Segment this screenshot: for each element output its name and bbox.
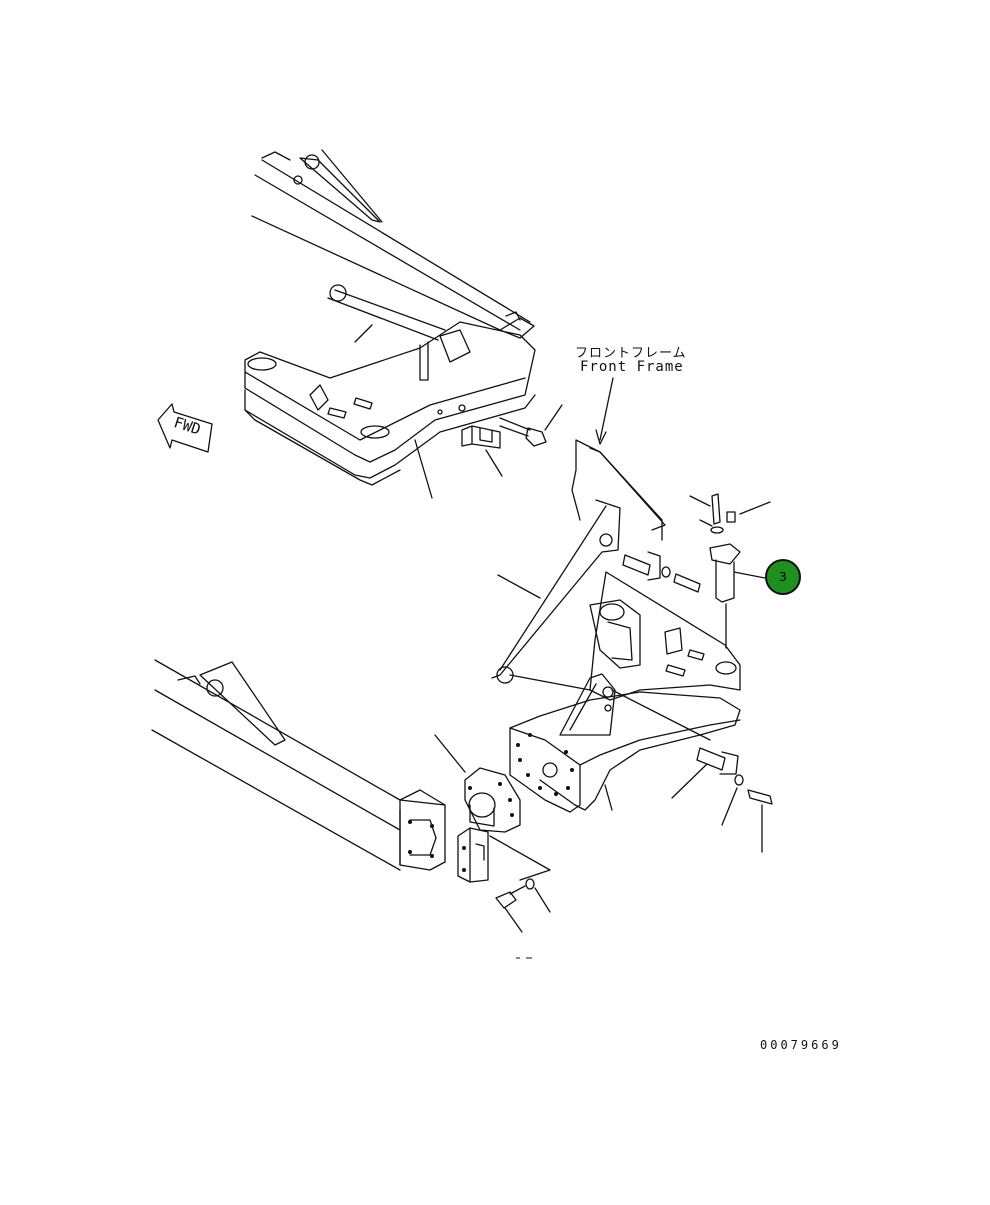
front-frame-label-en: Front Frame	[580, 359, 684, 375]
front-frame-leader	[571, 377, 666, 541]
drawing-id: 00079669	[760, 1038, 842, 1052]
fwd-arrow: FWD	[157, 403, 213, 453]
callout-number: 3	[779, 570, 787, 584]
front-frame-label-jp: フロントフレーム	[575, 346, 687, 361]
center-bracket-assembly	[491, 493, 773, 853]
lower-beam-assembly	[151, 659, 551, 959]
callout-3[interactable]: 3	[765, 559, 801, 595]
upper-beam-assembly	[244, 149, 563, 499]
